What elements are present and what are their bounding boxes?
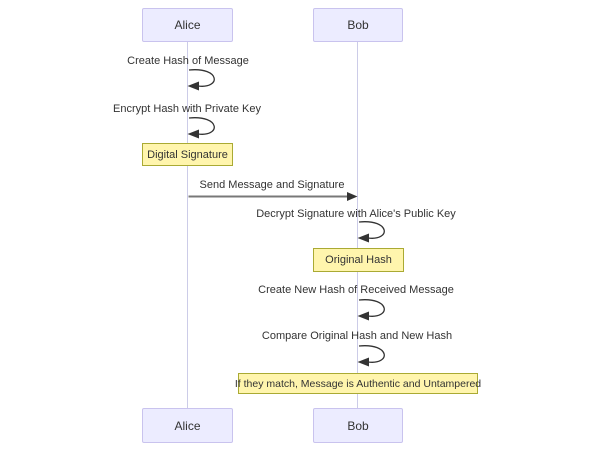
send-message-arrow <box>188 192 358 201</box>
note-original-hash: Original Hash <box>313 248 404 272</box>
actor-alice-bottom: Alice <box>142 408 233 443</box>
note-match-result: If they match, Message is Authentic and … <box>235 373 481 394</box>
message-label-new-hash: Create New Hash of Received Message <box>258 284 454 296</box>
message-label-send: Send Message and Signature <box>199 179 345 191</box>
note-digital-signature: Digital Signature <box>142 143 233 166</box>
message-label-create-hash: Create Hash of Message <box>127 55 249 67</box>
actor-bob-bottom: Bob <box>313 408 403 443</box>
self-loop-arrow-new-hash <box>357 299 385 321</box>
message-label-decrypt: Decrypt Signature with Alice's Public Ke… <box>256 208 456 220</box>
self-loop-arrow-create-hash <box>187 69 215 91</box>
actor-bob-bottom-label: Bob <box>347 418 369 433</box>
self-loop-arrow-decrypt <box>357 221 385 243</box>
message-label-compare: Compare Original Hash and New Hash <box>261 330 453 342</box>
actor-bob-top: Bob <box>313 8 403 42</box>
actor-bob-top-label: Bob <box>347 18 369 32</box>
actor-alice-top-label: Alice <box>174 18 201 32</box>
self-loop-arrow-compare <box>357 345 385 367</box>
actor-alice-top: Alice <box>142 8 233 42</box>
self-loop-arrow-encrypt-hash <box>187 117 215 139</box>
actor-alice-bottom-label: Alice <box>174 418 201 433</box>
message-label-encrypt-hash: Encrypt Hash with Private Key <box>113 103 261 115</box>
